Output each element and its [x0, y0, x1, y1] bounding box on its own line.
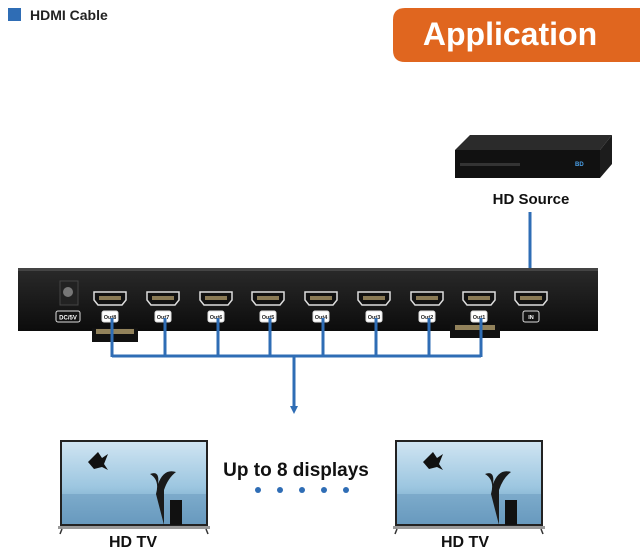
hdmi-input-port: IN — [514, 291, 548, 323]
dot — [299, 487, 305, 493]
ellipsis-dots — [255, 487, 349, 493]
hdmi-output-port: Out2 — [410, 291, 444, 323]
port-label: Out6 — [210, 315, 223, 321]
port-label: Out7 — [157, 315, 170, 321]
port-label: Out4 — [315, 315, 328, 321]
hdmi-output-port: Out6 — [199, 291, 233, 323]
dot — [255, 487, 261, 493]
dot — [343, 487, 349, 493]
hdmi-output-port: Out4 — [304, 291, 338, 323]
blu-ray-player-icon: BD — [455, 135, 612, 178]
legend-label: HDMI Cable — [30, 7, 108, 23]
application-banner — [393, 8, 640, 62]
hdmi-output-port: Out8 — [93, 291, 127, 323]
port-label: Out2 — [421, 315, 434, 321]
hdmi-output-port: Out5 — [251, 291, 285, 323]
displays-caption: Up to 8 displays — [223, 460, 369, 481]
banner-title: Application — [423, 16, 597, 52]
port-label-box — [522, 310, 540, 323]
source-label: HD Source — [493, 191, 570, 208]
legend-swatch — [8, 8, 21, 21]
hdmi-output-port: Out1 — [462, 291, 496, 323]
tv-icon-left — [58, 440, 210, 535]
port-label-box — [312, 310, 330, 323]
port-label: Out5 — [262, 315, 275, 321]
dot — [277, 487, 283, 493]
output-cables — [110, 318, 483, 358]
hdmi-output-port: Out3 — [357, 291, 391, 323]
svg-text:BD: BD — [575, 162, 584, 168]
port-label-box — [470, 310, 488, 323]
dot — [321, 487, 327, 493]
left-tv-label: HD TV — [109, 534, 157, 551]
port-label-box — [259, 310, 277, 323]
dc-label-box — [55, 310, 81, 323]
port-label: IN — [528, 315, 534, 321]
port-label-box — [101, 310, 119, 323]
hdmi-output-port: Out7 — [146, 291, 180, 323]
dc-power-label: DC/5V — [59, 316, 77, 322]
port-label-box — [365, 310, 383, 323]
port-label: Out8 — [104, 315, 117, 321]
port-label: Out3 — [368, 315, 381, 321]
port-label-box — [418, 310, 436, 323]
port-label-box — [154, 310, 172, 323]
dc-power-port — [59, 280, 79, 306]
right-tv-label: HD TV — [441, 534, 489, 551]
port-label: Out1 — [473, 315, 486, 321]
port-label-box — [207, 310, 225, 323]
tv-icon-right — [393, 440, 545, 535]
